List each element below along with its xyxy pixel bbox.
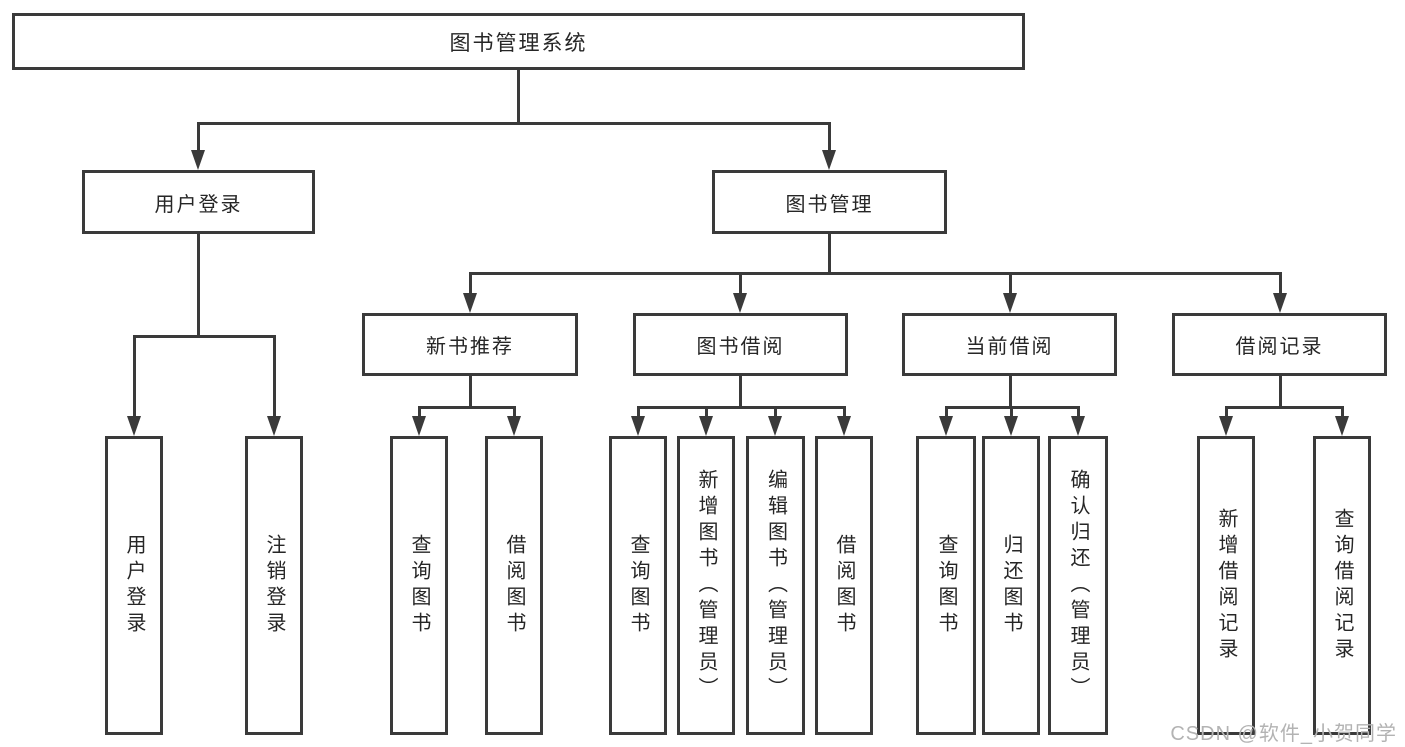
connector-drop [704,406,708,416]
connector-bar [417,406,516,409]
connector-stem [827,234,831,275]
node-user-login: 用户登录 [82,170,315,234]
arrow-down-icon [1003,293,1017,313]
arrow-down-icon [837,416,851,436]
connector-drop [196,122,200,150]
node-book-management: 图书管理 [712,170,947,234]
arrow-down-icon [699,416,713,436]
connector-drop [1076,406,1080,416]
arrow-down-icon [1273,293,1287,313]
node-add-book-admin: 新增图书（管理员） [677,436,735,735]
arrow-down-icon [822,150,836,170]
connector-bar [468,272,1282,275]
connector-drop [1009,406,1013,416]
arrow-down-icon [412,416,426,436]
connector-drop [738,272,742,293]
connector-bar [636,406,846,409]
arrow-down-icon [463,293,477,313]
node-book-borrowing: 图书借阅 [633,313,848,376]
connector-drop [773,406,777,416]
arrow-down-icon [507,416,521,436]
node-new-book-recommend: 新书推荐 [362,313,578,376]
arrow-down-icon [191,150,205,170]
connector-drop [1008,272,1012,293]
node-edit-book-admin: 编辑图书（管理员） [746,436,805,735]
arrow-down-icon [939,416,953,436]
connector-bar [1224,406,1344,409]
node-add-borrow-record: 新增借阅记录 [1197,436,1255,735]
connector-stem [1008,376,1012,409]
arrow-down-icon [1335,416,1349,436]
arrow-down-icon [1219,416,1233,436]
arrow-down-icon [267,416,281,436]
node-return-book: 归还图书 [982,436,1040,735]
node-query-borrow-record: 查询借阅记录 [1313,436,1371,735]
arrow-down-icon [1004,416,1018,436]
csdn-watermark: CSDN @软件_小贺同学 [1170,723,1397,745]
connector-drop [842,406,846,416]
node-borrow-books-1: 借阅图书 [485,436,543,735]
connector-drop [417,406,421,416]
node-logout: 注销登录 [245,436,303,735]
connector-drop [827,122,831,150]
arrow-down-icon [127,416,141,436]
node-current-borrowing: 当前借阅 [902,313,1117,376]
connector-stem [516,70,520,125]
connector-drop [944,406,948,416]
connector-drop [512,406,516,416]
connector-drop [468,272,472,293]
connector-drop [1278,272,1282,293]
node-query-books-2: 查询图书 [609,436,667,735]
connector-bar [196,122,831,125]
node-query-books-1: 查询图书 [390,436,448,735]
node-confirm-return-admin: 确认归还（管理员） [1048,436,1108,735]
connector-stem [1278,376,1282,409]
connector-drop [272,335,276,416]
arrow-down-icon [1071,416,1085,436]
connector-stem [196,234,200,338]
node-borrowing-records: 借阅记录 [1172,313,1387,376]
connector-stem [738,376,742,409]
connector-stem [468,376,472,409]
node-login: 用户登录 [105,436,163,735]
connector-drop [1224,406,1228,416]
connector-drop [636,406,640,416]
node-borrow-books-2: 借阅图书 [815,436,873,735]
connector-drop [1340,406,1344,416]
connector-bar [132,335,276,338]
arrow-down-icon [768,416,782,436]
arrow-down-icon [631,416,645,436]
connector-drop [132,335,136,416]
arrow-down-icon [733,293,747,313]
node-library-system: 图书管理系统 [12,13,1025,70]
node-query-books-3: 查询图书 [916,436,976,735]
